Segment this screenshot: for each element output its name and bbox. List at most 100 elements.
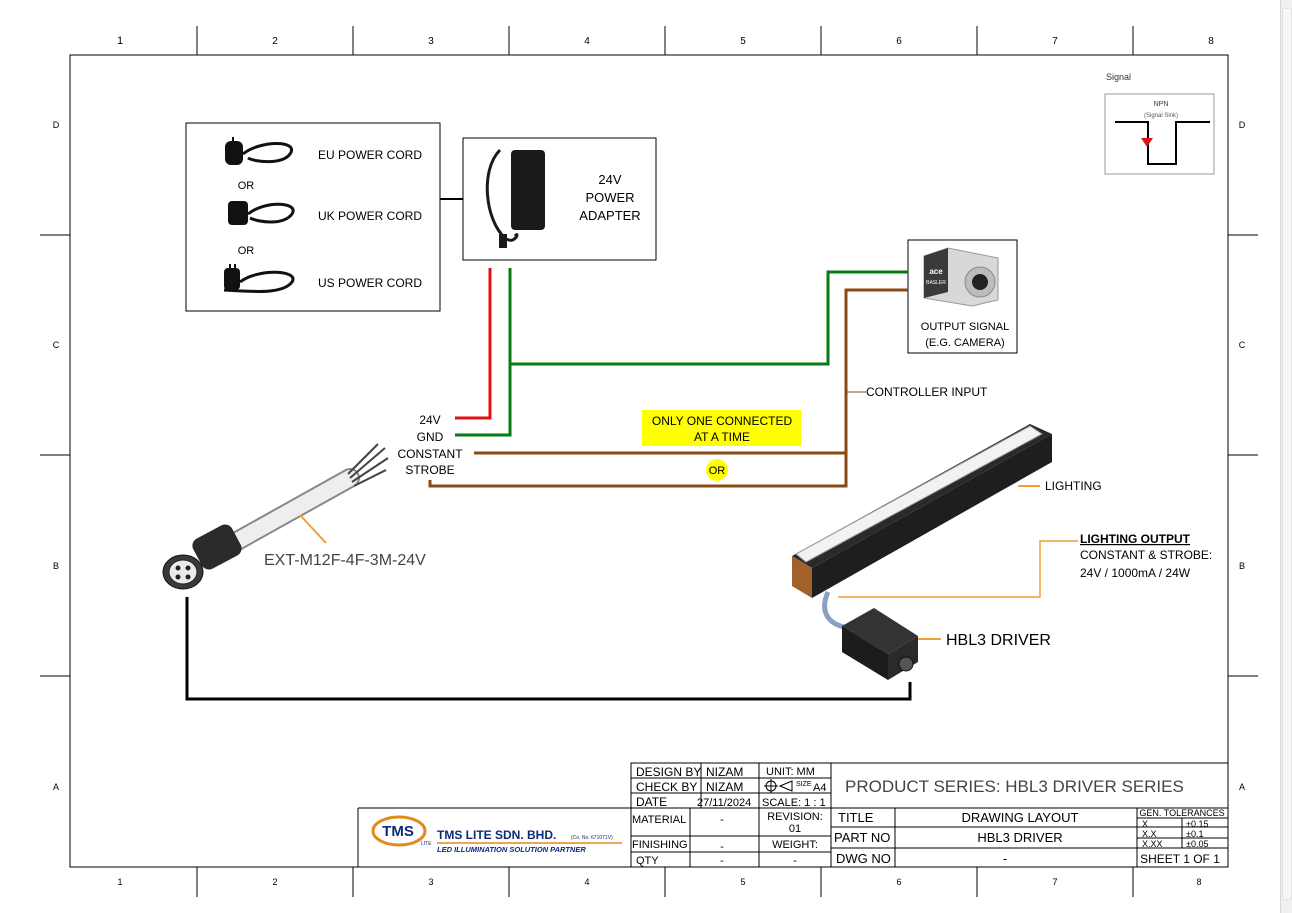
m12-cable-icon [162,443,389,590]
col-label-top-5: 5 [740,36,746,47]
col-label-bottom-6: 6 [896,877,901,887]
col-label-bottom-3: 3 [428,877,433,887]
lighting-output-leader [838,540,1078,598]
label-gnd: GND [417,430,444,444]
or-label-2: OR [238,245,255,257]
scrollbar-thumb[interactable] [1282,8,1292,900]
qty-value: - [720,855,724,867]
row-label-left-b: B [53,561,59,571]
row-label-left-c: C [53,340,60,350]
signal-arrow-icon [1141,138,1153,147]
check-by-value: NIZAM [706,780,743,794]
eu-cord-label: EU POWER CORD [318,148,422,162]
dwg-no-label: DWG NO [836,851,891,866]
red-24v-wire [455,268,492,420]
col-label-top-8: 8 [1208,36,1214,47]
projection-symbol-icon [764,779,793,793]
company-reg: (Co. No. 671071V) [571,835,613,841]
col-label-top-6: 6 [896,36,902,47]
signal-subtitle: (Signal Sink) [1144,113,1178,119]
scale-value: SCALE: 1 : 1 [762,797,826,809]
us-cord-label: US POWER CORD [318,276,422,290]
green-gnd-wire [455,268,512,437]
company-logo-sub: LITE [421,841,432,847]
green-signal-wire [510,270,908,366]
uk-plug-icon [228,201,295,225]
col-label-top-1: 1 [117,35,123,47]
adapter-label-3: ADAPTER [579,208,640,223]
finishing-label: FINISHING [632,839,688,851]
revision-label: REVISION: [767,811,823,823]
dwg-no-value: - [1003,851,1007,866]
col-label-top-4: 4 [584,36,590,47]
camera-brand-basler: BASLER [926,280,946,286]
bottom-zone-ticks [196,867,1134,897]
camera-brand-ace: ace [929,267,943,276]
row-label-right-c: C [1239,340,1246,350]
only-one-highlight [642,410,801,446]
company-name: TMS LITE SDN. BHD. [437,828,556,842]
us-plug-icon [223,264,295,293]
tol-xx-value: ±0.1 [1186,829,1203,839]
gen-tolerances-label: GEN. TOLERANCES [1139,808,1224,818]
label-strobe: STROBE [405,463,454,477]
lighting-bar-icon [792,424,1052,598]
top-zone-ticks [196,26,1134,55]
qty-label: QTY [636,855,659,867]
finishing-value: - [720,841,724,853]
size-label: SIZE [796,781,812,788]
material-label: MATERIAL [632,814,686,826]
npn-waveform [1115,121,1210,165]
col-label-top-3: 3 [428,36,434,47]
label-24v: 24V [419,413,440,427]
or-strobe-label: OR [709,465,726,477]
title-block-grid [357,762,1229,868]
col-label-bottom-8: 8 [1196,877,1201,887]
side-zone-ticks [40,234,1258,677]
sheet-value: SHEET 1 OF 1 [1140,852,1220,866]
tol-xx-label: X.X [1142,829,1157,839]
material-value: - [720,814,724,826]
col-label-top-7: 7 [1052,36,1058,47]
or-label-1: OR [238,180,255,192]
part-no-label: PART NO [834,830,890,845]
company-logo-text: TMS [382,823,414,840]
size-value: A4 [813,782,826,794]
design-by-label: DESIGN BY [636,765,701,779]
design-by-value: NIZAM [706,765,743,779]
lighting-output-title: LIGHTING OUTPUT [1080,532,1191,546]
camera-icon: ace BASLER [923,247,999,307]
check-by-label: CHECK BY [636,780,697,794]
adapter-label-2: POWER [585,190,634,205]
row-label-left-a: A [53,782,59,792]
product-series-title: PRODUCT SERIES: HBL3 DRIVER SERIES [845,777,1184,796]
tol-xxx-value: ±0.05 [1186,839,1208,849]
camera-label-2: (E.G. CAMERA) [925,337,1004,349]
col-label-bottom-1: 1 [117,877,122,887]
row-label-right-b: B [1239,561,1245,571]
signal-title: Signal [1106,72,1131,82]
uk-cord-label: UK POWER CORD [318,209,422,223]
power-adapter-icon [485,148,545,248]
tol-xxx-label: X.XX [1142,839,1163,849]
cable-label: EXT-M12F-4F-3M-24V [264,552,426,569]
tol-x-value: ±0.15 [1186,819,1208,829]
row-label-right-a: A [1239,782,1245,792]
col-label-top-2: 2 [272,36,278,47]
company-logo: TMS LITE [371,815,432,847]
weight-label: WEIGHT: [772,839,818,851]
revision-value: 01 [789,823,801,835]
brown-strobe-wire [428,288,908,488]
tol-x-label: X [1142,819,1148,829]
title-label: TITLE [838,810,874,825]
only-one-label-2: AT A TIME [694,430,750,444]
title-value: DRAWING LAYOUT [961,810,1078,825]
col-label-bottom-7: 7 [1052,877,1057,887]
row-label-left-d: D [53,120,60,130]
eu-plug-icon [225,137,294,165]
date-value: 27/11/2024 [697,797,751,809]
controller-input-label: CONTROLLER INPUT [866,385,988,399]
date-label: DATE [636,795,667,809]
lighting-label: LIGHTING [1045,479,1102,493]
